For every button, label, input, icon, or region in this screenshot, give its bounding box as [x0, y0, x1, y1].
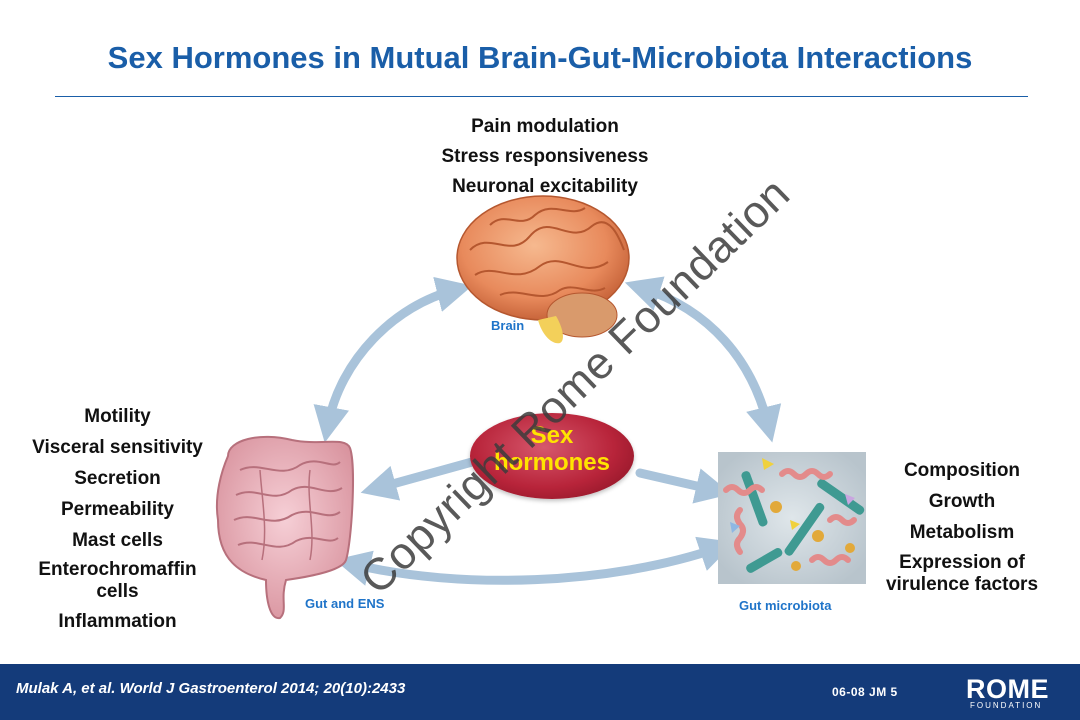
arrow-brain-microbiota	[624, 276, 782, 443]
sex-hormones-line2: hormones	[493, 449, 610, 476]
sex-hormones-label: Sex hormones	[470, 422, 634, 476]
arrow-hormones-to-gut	[360, 457, 477, 501]
arrow-hormones-to-microbiota	[635, 468, 732, 504]
sex-hormones-line1: Sex	[530, 422, 574, 449]
microbiota-effect: virulence factors	[885, 574, 1039, 595]
rome-logo-text: ROME	[966, 674, 1049, 704]
arrow-brain-gut	[313, 276, 473, 443]
gut-effect: Mast cells	[72, 530, 163, 551]
slide-code: 06-08 JM 5	[832, 685, 898, 699]
title-divider	[55, 96, 1028, 97]
gut-effect: Permeability	[61, 499, 174, 520]
microbiota-effect: Metabolism	[909, 522, 1015, 543]
gut-effect: Motility	[84, 406, 151, 427]
gut-effect: Enterochromaffin	[38, 559, 197, 580]
citation: Mulak A, et al. World J Gastroenterol 20…	[16, 680, 406, 697]
arrow-gut-microbiota	[334, 536, 736, 586]
gut-effect: Inflammation	[58, 611, 177, 632]
gut-effect-multiline: Enterochromaffin cells	[10, 556, 225, 603]
sex-hormones-ellipse	[470, 413, 634, 499]
brain-effects-list: Pain modulation Stress responsiveness Ne…	[380, 112, 710, 202]
brain-effect: Pain modulation	[471, 116, 619, 137]
brain-effect: Stress responsiveness	[441, 146, 649, 167]
microbiota-effect-multiline: Expression of virulence factors	[862, 548, 1062, 596]
gut-caption: Gut and ENS	[305, 596, 385, 611]
microbiota-effect: Composition	[903, 460, 1021, 481]
intestine-illustration	[215, 435, 354, 620]
microbiota-illustration	[718, 452, 866, 584]
microbiota-effects-list: Composition Growth Metabolism Expression…	[862, 455, 1062, 596]
footer-bar	[0, 664, 1080, 720]
microbiota-effect: Growth	[928, 491, 996, 512]
microbiota-caption: Gut microbiota	[739, 598, 832, 613]
gut-effects-list: Motility Visceral sensitivity Secretion …	[10, 401, 225, 637]
slide-title: Sex Hormones in Mutual Brain-Gut-Microbi…	[107, 40, 973, 75]
brain-effect: Neuronal excitability	[452, 176, 638, 197]
brain-caption: Brain	[491, 318, 525, 333]
gut-effect: Secretion	[74, 468, 161, 489]
gut-effect: Visceral sensitivity	[32, 437, 203, 458]
rome-logo-subtext: FOUNDATION	[970, 701, 1043, 710]
microbiota-effect: Expression of	[899, 552, 1025, 573]
gut-effect: cells	[96, 581, 139, 602]
brain-illustration	[456, 195, 630, 344]
